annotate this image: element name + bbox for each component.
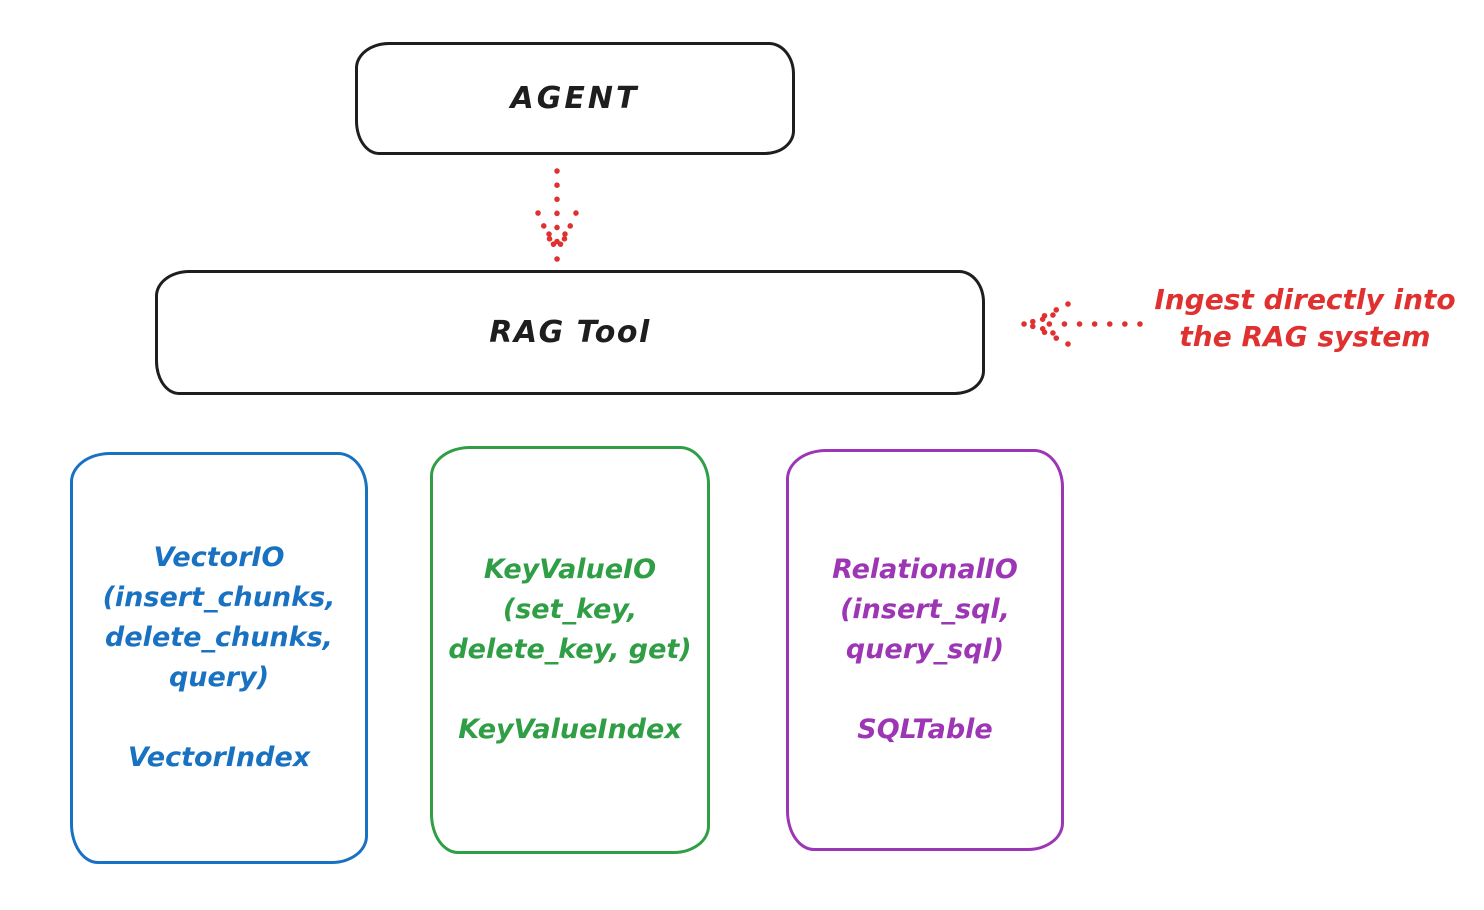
keyvalue-io-methods-line2: delete_key, get) (448, 634, 692, 665)
vector-index-label: VectorIndex (127, 742, 311, 773)
annotation-to-ragtool-arrow (1021, 301, 1143, 347)
ingest-annotation: Ingest directly into the RAG system (1135, 281, 1475, 355)
vector-io-title: VectorIO (153, 542, 285, 573)
relational-io-title: RelationalIO (832, 554, 1018, 585)
relational-io-methods-line1: (insert_sql, (840, 594, 1010, 625)
rag-tool-node-label: RAG Tool (489, 315, 651, 350)
agent-node: AGENT (355, 42, 795, 155)
relational-io-methods-line2: query_sql) (845, 634, 1005, 665)
vector-io-methods-line3: query) (168, 662, 270, 693)
agent-node-label: AGENT (510, 81, 640, 116)
keyvalue-io-title: KeyValueIO (483, 554, 657, 585)
vector-io-methods-line1: (insert_chunks, (102, 582, 336, 613)
ingest-annotation-line2: the RAG system (1179, 320, 1431, 353)
rag-tool-node: RAG Tool (155, 270, 985, 395)
vector-io-box: VectorIO (insert_chunks, delete_chunks, … (70, 452, 368, 864)
keyvalue-io-methods-line1: (set_key, (502, 594, 638, 625)
keyvalue-io-box: KeyValueIO (set_key, delete_key, get) Ke… (430, 446, 710, 854)
relational-io-box: RelationalIO (insert_sql, query_sql) SQL… (786, 449, 1064, 851)
sql-table-label: SQLTable (857, 714, 993, 745)
keyvalue-index-label: KeyValueIndex (458, 714, 682, 745)
vector-io-methods-line2: delete_chunks, (105, 622, 333, 653)
agent-to-ragtool-arrow (535, 168, 579, 262)
ingest-annotation-line1: Ingest directly into (1154, 283, 1456, 316)
